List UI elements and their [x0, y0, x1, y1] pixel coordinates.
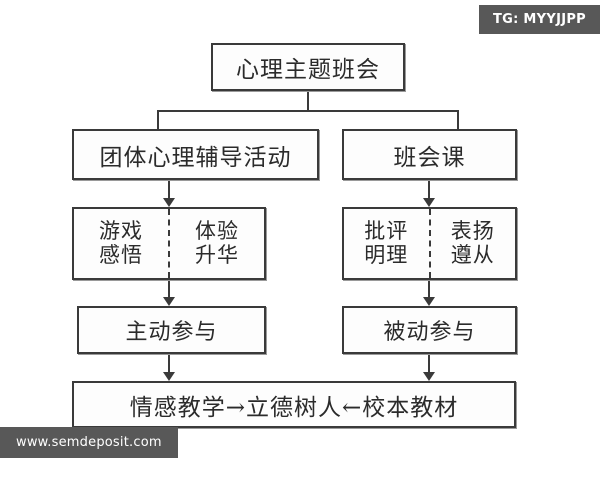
watermark-telegram: TG: MYYJJPP	[478, 5, 600, 34]
connector-group-to-split-left	[168, 180, 170, 200]
connector-active-to-conclusion	[168, 354, 170, 374]
split-right-line2: 遵从	[450, 242, 495, 267]
connector-root-to-group	[157, 110, 159, 131]
split-right-line2: 升华	[195, 242, 239, 267]
split-left-line1: 游戏	[99, 218, 143, 243]
arrowhead-down-icon	[423, 297, 435, 306]
arrowhead-down-icon	[423, 198, 435, 207]
split-cell-left: 批评 明理	[344, 209, 429, 278]
connector-root-bar	[157, 110, 459, 112]
node-group-counseling-activity: 团体心理辅导活动	[72, 129, 319, 180]
node-split-game-experience: 游戏 感悟 体验 升华	[72, 207, 266, 280]
split-left-line2: 感悟	[99, 242, 143, 267]
dashed-divider	[428, 209, 431, 278]
split-inner: 游戏 感悟 体验 升华	[74, 209, 264, 278]
split-right-line1: 体验	[195, 218, 239, 243]
split-left-line2: 明理	[364, 242, 409, 267]
connector-root-stem	[307, 91, 309, 112]
connector-passive-to-conclusion	[428, 354, 430, 374]
dashed-divider	[168, 209, 170, 278]
connector-split-left-to-active	[168, 280, 170, 299]
node-root-topic: 心理主题班会	[211, 43, 405, 91]
arrowhead-down-icon	[163, 372, 175, 381]
split-cell-right: 体验 升华	[170, 209, 264, 278]
watermark-website: www.semdeposit.com	[0, 427, 178, 458]
split-right-line1: 表扬	[450, 218, 495, 243]
node-class-meeting-lesson: 班会课	[342, 129, 517, 180]
split-left-line1: 批评	[364, 218, 409, 243]
connector-split-right-to-passive	[428, 280, 430, 299]
arrowhead-down-icon	[163, 198, 175, 207]
connector-class-to-split-right	[428, 180, 430, 200]
arrowhead-down-icon	[163, 297, 175, 306]
arrowhead-down-icon	[423, 372, 435, 381]
node-split-criticism-praise: 批评 明理 表扬 遵从	[342, 207, 517, 280]
connector-root-to-class	[457, 110, 459, 131]
node-active-participation: 主动参与	[77, 306, 266, 354]
node-passive-participation: 被动参与	[342, 306, 517, 354]
node-conclusion: 情感教学→立德树人←校本教材	[72, 381, 516, 428]
split-cell-right: 表扬 遵从	[431, 209, 516, 278]
split-inner: 批评 明理 表扬 遵从	[344, 209, 515, 278]
split-cell-left: 游戏 感悟	[74, 209, 168, 278]
